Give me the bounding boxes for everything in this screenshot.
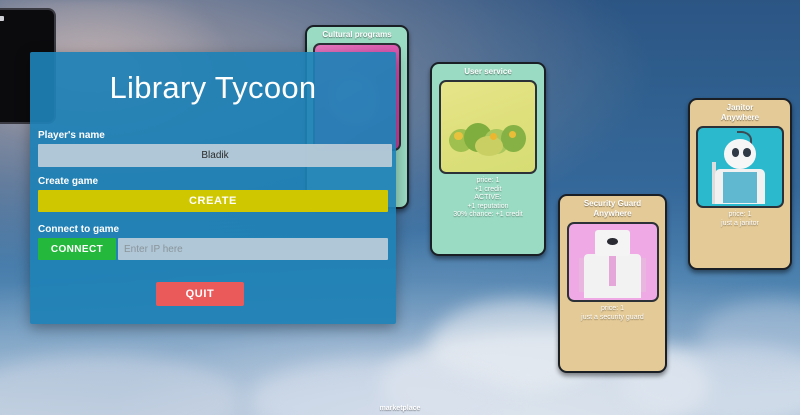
card-janitor[interactable]: Janitor Anywhere price: 1 just a janitor (688, 98, 792, 270)
card-desc-line: +1 reputation (467, 202, 509, 210)
card-description: price: 1 +1 credit ACTIVE: +1 reputation… (432, 174, 544, 223)
card-security-guard[interactable]: Security Guard Anywhere price: 1 just a … (558, 194, 667, 373)
card-title: User service (464, 67, 512, 76)
panel-indicator (0, 16, 4, 21)
card-artwork (696, 126, 784, 208)
card-title-main: Janitor (726, 103, 754, 112)
main-menu-dialog: Library Tycoon Player's name Create game… (30, 52, 396, 324)
card-desc-line: 30% chance: +1 credit (453, 211, 523, 218)
card-desc-line: price: 1 (601, 305, 624, 312)
player-name-input[interactable] (38, 144, 392, 167)
card-title: Cultural programs (322, 30, 392, 39)
card-desc-line: just a security guard (581, 313, 644, 321)
ip-address-input[interactable] (118, 238, 388, 260)
card-artwork (566, 222, 659, 302)
card-desc-line: ACTIVE: (474, 194, 502, 201)
card-title-sub: Anywhere (720, 113, 760, 122)
quit-button[interactable]: QUIT (156, 282, 244, 306)
connect-to-game-label: Connect to game (38, 224, 120, 235)
card-artwork (439, 80, 537, 174)
card-user-service[interactable]: User service price: 1 +1 credit ACTIVE: … (430, 62, 546, 256)
card-title-sub: Anywhere (593, 209, 632, 218)
card-description: price: 1 just a security guard (560, 302, 665, 325)
card-desc-line: price: 1 (476, 177, 500, 184)
connect-button[interactable]: CONNECT (38, 238, 116, 260)
card-desc-line: price: 1 (728, 211, 752, 218)
card-title: Janitor Anywhere (690, 100, 790, 125)
card-description: price: 1 just a janitor (690, 208, 790, 231)
player-name-label: Player's name (38, 130, 105, 141)
card-background-label: marketplace (379, 405, 421, 412)
card-desc-line: just a janitor (721, 219, 759, 227)
card-desc-line: +1 credit (474, 185, 502, 193)
create-game-button[interactable]: CREATE (38, 190, 388, 212)
create-game-label: Create game (38, 176, 99, 187)
card-title-main: Security Guard (583, 199, 642, 208)
card-title: Security Guard Anywhere (560, 196, 665, 221)
page-title: Library Tycoon (109, 70, 317, 105)
